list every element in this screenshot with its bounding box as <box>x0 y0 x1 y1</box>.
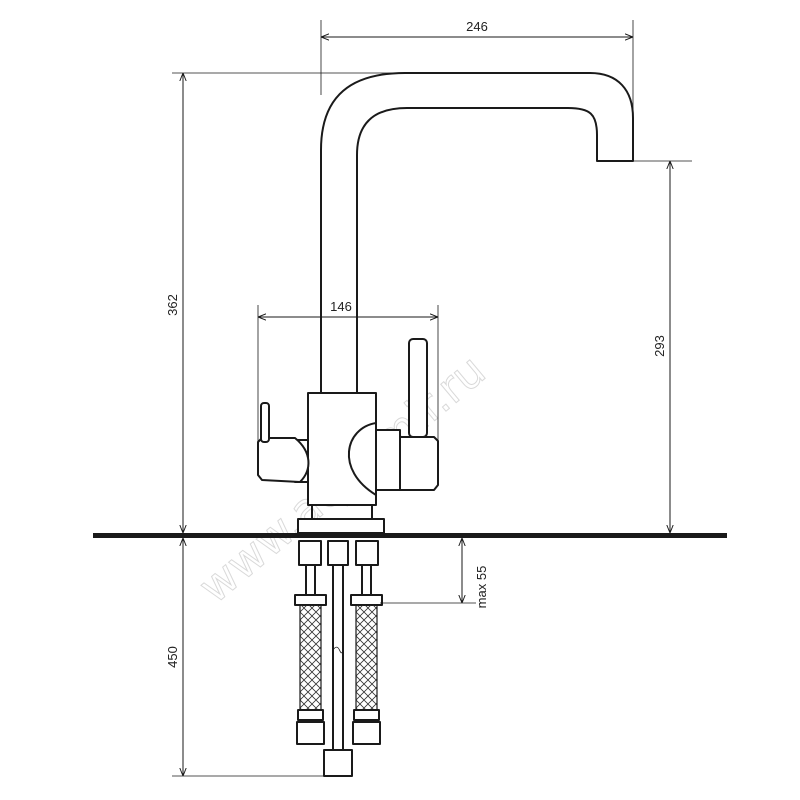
left-handle <box>257 437 310 483</box>
hose-left-ferrule-bottom <box>297 709 324 721</box>
dimension-total-height: 362 <box>165 72 405 533</box>
dimension-hose-length: 450 <box>165 538 352 777</box>
right-handle <box>399 436 439 491</box>
hose-middle-pipe <box>332 564 344 766</box>
left-handle-lever <box>260 402 270 443</box>
dimension-total-height-label: 362 <box>165 294 180 316</box>
dimension-counter-thickness: max 55 <box>380 538 489 608</box>
hose-right-braid <box>355 604 378 711</box>
hose-left-ferrule <box>294 594 327 606</box>
base-plate <box>297 518 385 534</box>
right-handle-collar <box>348 422 377 496</box>
hose-right-top-nut <box>355 540 379 566</box>
dimension-counter-thickness-label: max 55 <box>474 566 489 609</box>
hose-left-bottom-nut <box>296 721 325 745</box>
dimension-hose-length-label: 450 <box>165 646 180 668</box>
dimension-spout-height-label: 293 <box>652 335 667 357</box>
hose-middle-top-nut <box>327 540 349 566</box>
hose-left-pipe <box>305 564 316 596</box>
dimension-handles-width: 146 <box>257 299 439 442</box>
hose-right-pipe <box>361 564 372 596</box>
dimension-handles-width-label: 146 <box>330 299 352 314</box>
dimension-spout-height: 293 <box>633 160 692 533</box>
countertop-line <box>93 533 727 538</box>
hose-right-ferrule-bottom <box>353 709 380 721</box>
right-handle-lever <box>408 338 428 438</box>
hose-right-bottom-nut <box>352 721 381 745</box>
hose-left-top-nut <box>298 540 322 566</box>
dimension-spout-reach: 246 <box>320 19 634 118</box>
hose-middle-bend <box>332 646 344 654</box>
hose-middle-bottom-nut <box>323 749 353 777</box>
faucet <box>257 72 634 534</box>
hose-left-braid <box>299 604 322 711</box>
right-handle-hub <box>375 429 401 491</box>
dimension-spout-reach-label: 246 <box>466 19 488 34</box>
hoses <box>294 540 383 777</box>
base-neck <box>311 505 373 519</box>
hose-right-ferrule <box>350 594 383 606</box>
spout <box>320 72 634 393</box>
